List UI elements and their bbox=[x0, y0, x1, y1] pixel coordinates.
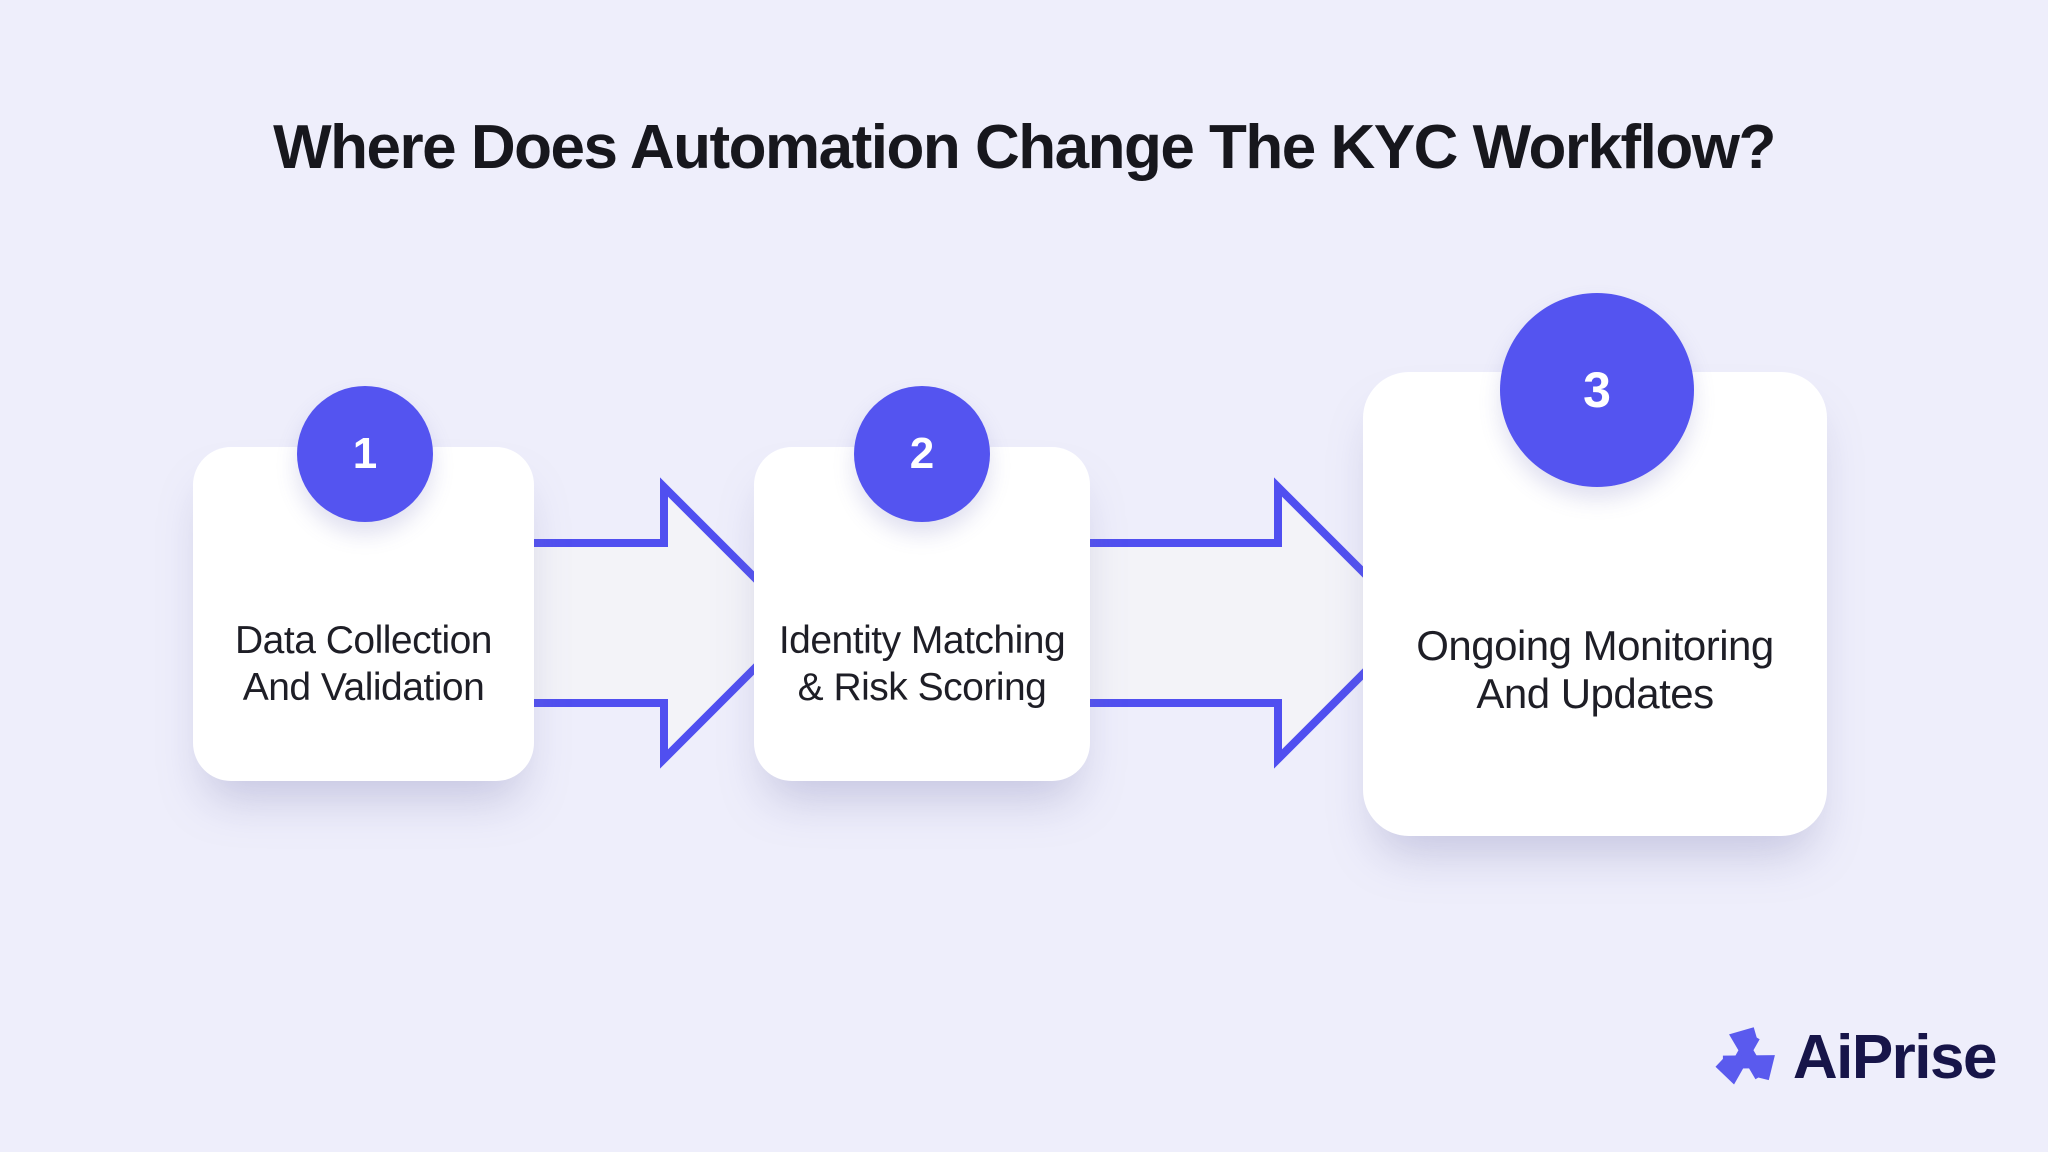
step-1-label-line1: Data Collection bbox=[235, 619, 492, 662]
brand-name: AiPrise bbox=[1792, 1023, 1998, 1092]
step-2-number: 2 bbox=[909, 429, 935, 478]
step-2-label: Identity Matching & Risk Scoring bbox=[754, 617, 1090, 711]
step-3-number-badge: 3 bbox=[1500, 293, 1694, 487]
step-2-label-line2: & Risk Scoring bbox=[797, 666, 1047, 709]
page-title: Where Does Automation Change The KYC Wor… bbox=[273, 113, 1776, 182]
brand-mark-stroke bbox=[1722, 1054, 1775, 1080]
step-2-label-line1: Identity Matching bbox=[778, 619, 1066, 662]
step-1-label-line2: And Validation bbox=[242, 666, 485, 709]
step-1-label: Data Collection And Validation bbox=[193, 617, 534, 711]
brand-logo: AiPrise bbox=[1713, 1022, 1998, 1093]
step-3-number: 3 bbox=[1583, 362, 1611, 418]
aiprise-triangle-mark-icon bbox=[1715, 1026, 1775, 1084]
step-2-number-badge: 2 bbox=[854, 386, 990, 522]
step-3-label-line1: Ongoing Monitoring bbox=[1416, 622, 1774, 669]
step-1-number: 1 bbox=[352, 429, 378, 478]
step-3-label: Ongoing Monitoring And Updates bbox=[1363, 622, 1827, 718]
step-3-label-line2: And Updates bbox=[1476, 670, 1714, 717]
step-1-number-badge: 1 bbox=[297, 386, 433, 522]
